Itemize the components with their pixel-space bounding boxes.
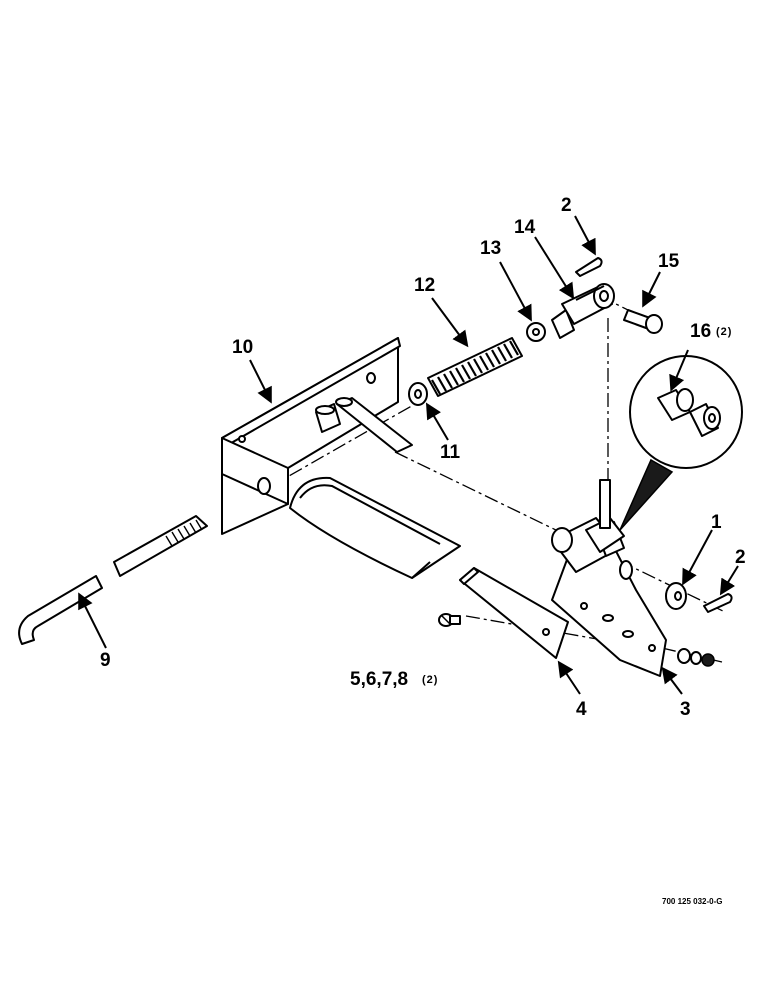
callout-10: 10 xyxy=(232,337,253,358)
clevis-pin-part-15 xyxy=(623,309,663,334)
leader-2-right xyxy=(719,565,739,596)
nut-part-13 xyxy=(526,322,546,342)
leader-12 xyxy=(431,297,469,348)
rod-part-9 xyxy=(18,515,208,645)
callout-16: 16 xyxy=(690,321,711,342)
clevis-part-14 xyxy=(551,283,615,339)
washer-part-1 xyxy=(665,582,687,610)
leader-9 xyxy=(78,592,107,649)
callout-14: 14 xyxy=(514,217,536,238)
leader-4 xyxy=(557,660,581,695)
spring-part-12 xyxy=(427,337,523,397)
leader-1 xyxy=(682,529,713,586)
leader-lines xyxy=(78,215,739,695)
leader-2-top xyxy=(574,215,596,256)
leader-16 xyxy=(669,349,689,392)
leader-14 xyxy=(534,236,575,300)
callout-12: 12 xyxy=(414,275,435,296)
callout-16-qty: (2) xyxy=(716,326,732,338)
drawing-number: 700 125 032-0-G xyxy=(662,897,723,906)
cotter-pin-part-2-top xyxy=(575,257,603,277)
callout-4: 4 xyxy=(576,699,587,720)
leader-13 xyxy=(499,261,532,322)
leader-10 xyxy=(249,359,272,404)
callout-5-6-7-8: 5,6,7,8 xyxy=(350,669,408,690)
callout-1: 1 xyxy=(711,512,722,533)
callout-5-6-7-8-qty: (2) xyxy=(422,674,438,686)
callout-2-right: 2 xyxy=(735,547,746,568)
callout-9: 9 xyxy=(100,650,111,671)
callout-13: 13 xyxy=(480,238,501,259)
callout-15: 15 xyxy=(658,251,680,272)
guide-plate xyxy=(289,476,461,579)
wear-strip-part-4 xyxy=(459,567,569,659)
callout-2-top: 2 xyxy=(561,195,572,216)
hardware-stack xyxy=(677,648,715,667)
leader-3 xyxy=(661,666,683,695)
leader-15 xyxy=(642,271,661,308)
washer-part-11 xyxy=(408,382,428,406)
leader-11 xyxy=(425,402,449,441)
detail-circle-bushings xyxy=(619,355,743,531)
arm-plate-part-3 xyxy=(551,479,667,677)
callout-labels: 10 12 13 14 2 15 16 (2) 11 1 2 9 5,6,7,8… xyxy=(100,195,746,720)
bolt-part-5-8 xyxy=(438,613,461,627)
cotter-pin-part-2-right xyxy=(703,593,733,613)
bracket-part-10 xyxy=(221,337,413,535)
callout-11: 11 xyxy=(440,442,461,463)
callout-3: 3 xyxy=(680,699,691,720)
